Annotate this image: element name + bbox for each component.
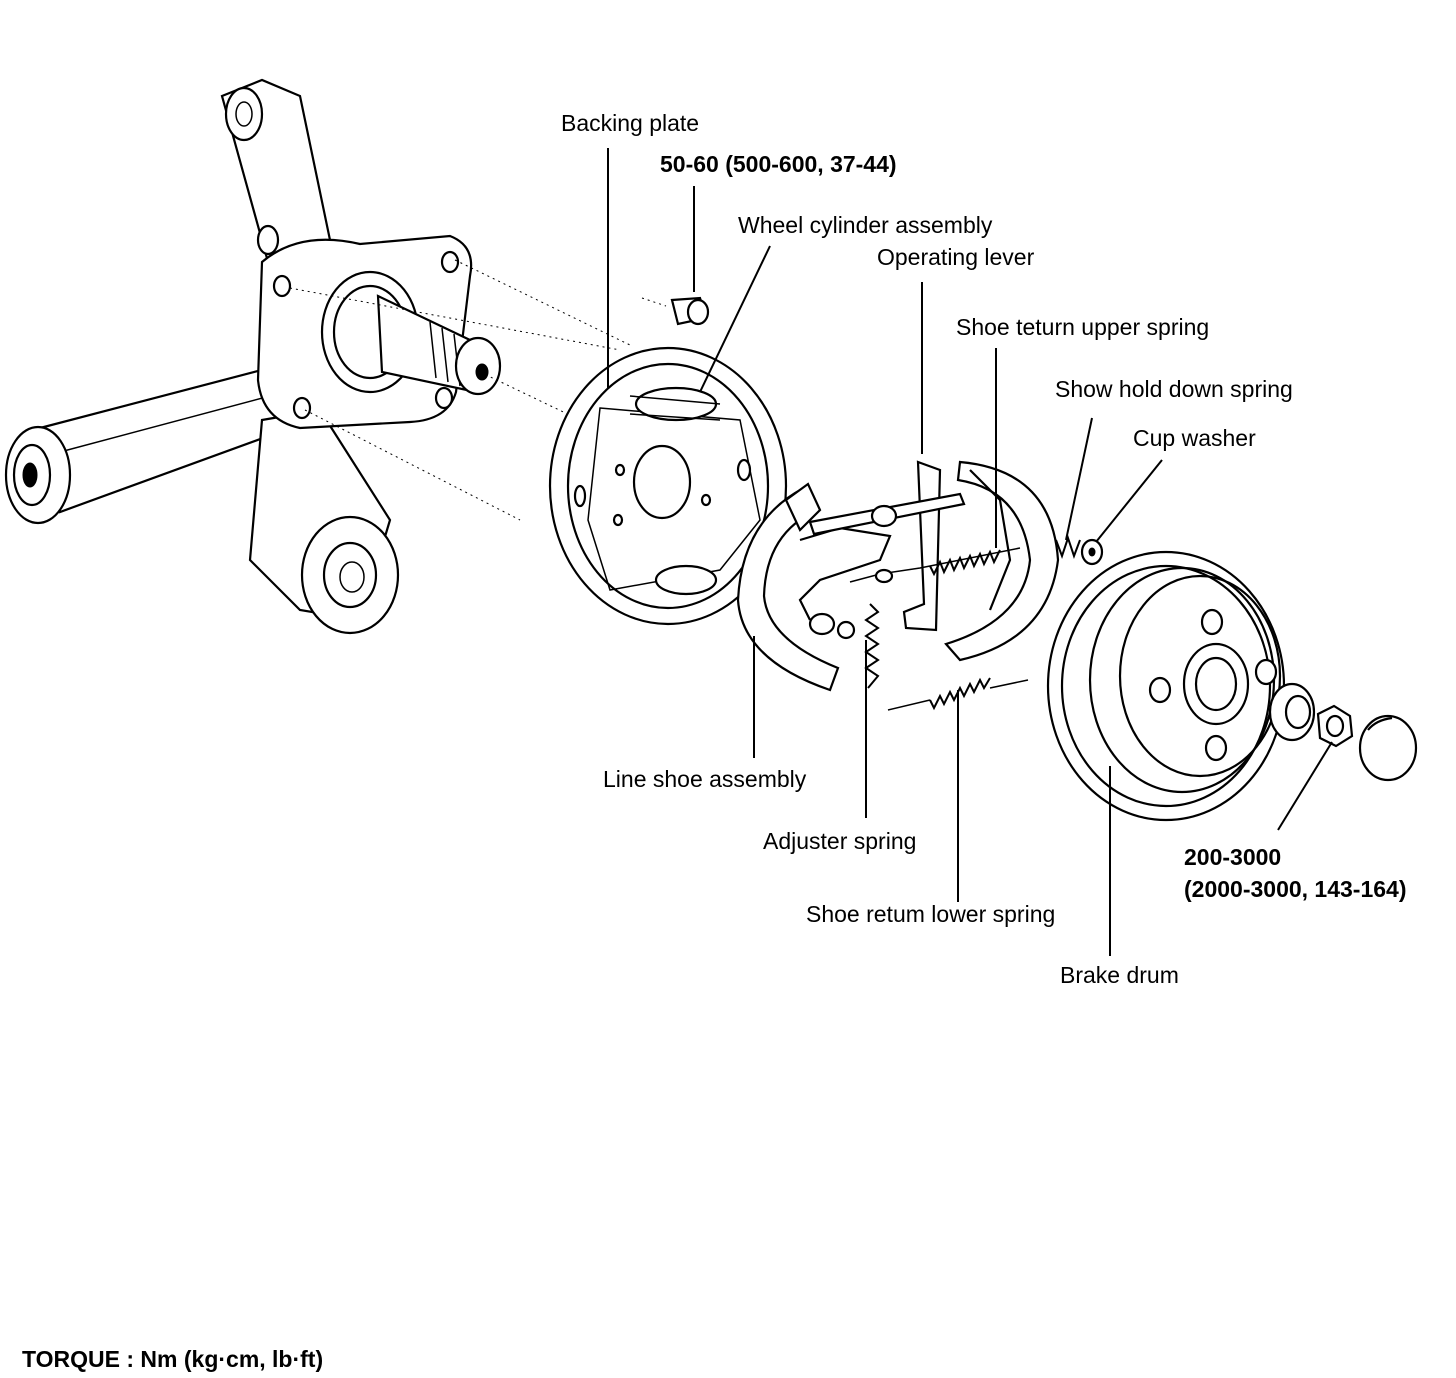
backing-plate-icon [548, 346, 788, 626]
label-cup-washer: Cup washer [1133, 425, 1256, 451]
label-line-shoe: Line shoe assembly [603, 766, 807, 792]
label-adjuster-spring: Adjuster spring [763, 828, 917, 854]
label-shoe-upper-spring: Shoe teturn upper spring [956, 314, 1210, 340]
label-shoe-lower-spring: Shoe retum lower spring [806, 901, 1056, 927]
dust-cap-icon [1358, 714, 1418, 782]
brake-drum-icon [1046, 550, 1316, 822]
torque-note: TORQUE : Nm (kg·cm, lb·ft) [22, 1346, 324, 1372]
label-nut-torque-line1: 200-3000 [1184, 844, 1282, 870]
leader-lines [607, 148, 1333, 956]
label-nut-torque-line2: (2000-3000, 143-164) [1184, 876, 1407, 902]
spring-icon [849, 534, 1104, 711]
label-backing-plate: Backing plate [561, 110, 700, 136]
label-backing-plate-torque: 50-60 (500-600, 37-44) [660, 151, 897, 177]
label-brake-drum: Brake drum [1060, 962, 1179, 988]
hub-nut-icon [1316, 704, 1354, 748]
label-operating-lever: Operating lever [877, 244, 1035, 270]
bolt-icon [641, 296, 710, 326]
brake-shoe-icon [736, 460, 1060, 692]
label-hold-down-spring: Show hold down spring [1055, 376, 1293, 402]
label-wheel-cylinder: Wheel cylinder assembly [738, 212, 993, 238]
knuckle-icon [4, 78, 631, 635]
